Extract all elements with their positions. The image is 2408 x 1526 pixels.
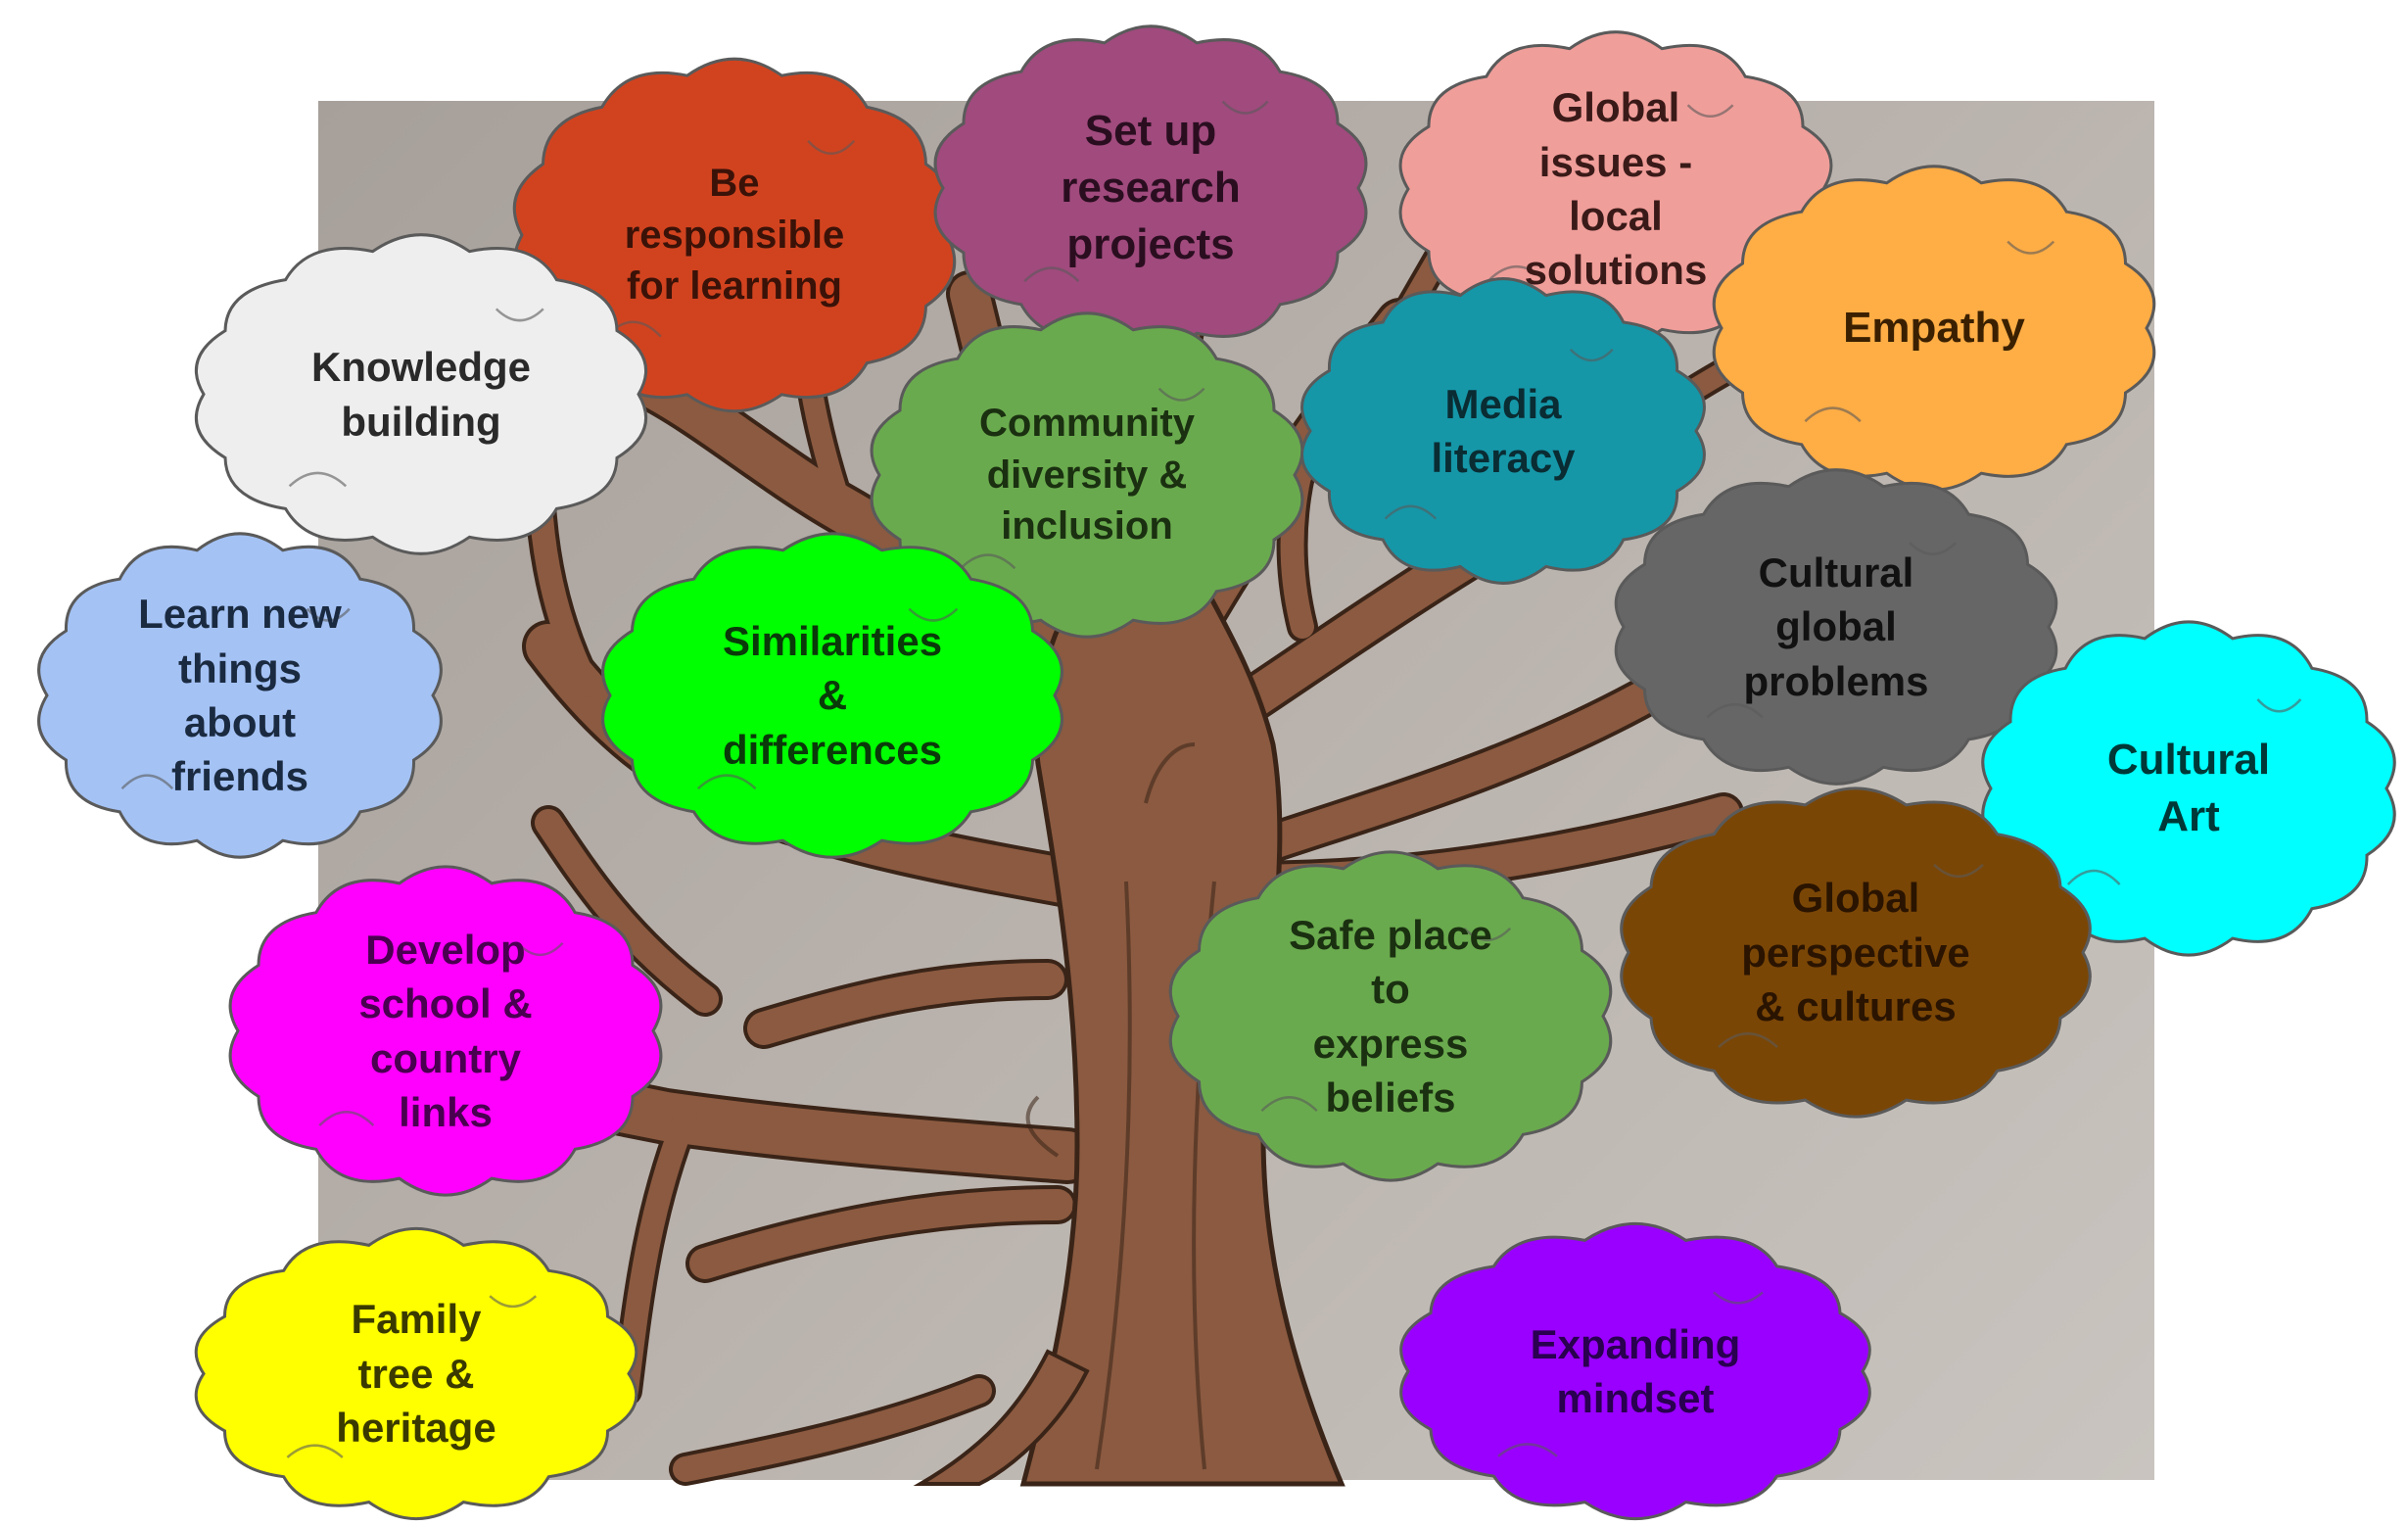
cloud-shape (1300, 277, 1706, 585)
cloud-develop-school-links: Develop school & country links (220, 862, 671, 1200)
cloud-cultural-art: Cultural Art (1973, 617, 2404, 960)
cloud-learn-new-things: Learn new things about friends (29, 529, 450, 862)
cloud-shape (1981, 620, 2396, 957)
cloud-label: Global issues - local solutions (1524, 84, 1708, 294)
cloud-shape (933, 24, 1368, 352)
cloud-be-responsible: Be responsible for learning (504, 54, 965, 416)
tree-root (913, 1349, 1090, 1486)
cloud-set-up-research: Set up research projects (925, 22, 1376, 355)
cloud-shape (870, 311, 1304, 639)
cloud-label: Community diversity & inclusion (979, 401, 1195, 548)
cloud-label: Similarities & differences (722, 617, 943, 773)
tree-branch (747, 963, 1064, 1045)
tree-branch (673, 1378, 992, 1482)
cloud-label: Global perspective & cultures (1741, 875, 1970, 1030)
cloud-shape (37, 532, 443, 859)
bark-line (1144, 742, 1196, 804)
cloud-family-tree: Family tree & heritage (186, 1224, 646, 1523)
cloud-shape (512, 57, 957, 413)
cloud-shape (1168, 850, 1613, 1182)
cloud-expanding-mindset: Expanding mindset (1391, 1219, 1880, 1523)
cloud-global-issues: Global issues - local solutions (1391, 27, 1841, 351)
cloud-media-literacy: Media literacy (1293, 274, 1714, 588)
cloud-safe-place: Safe place to express beliefs (1160, 847, 1621, 1185)
cloud-similarities-differences: Similarities & differences (592, 529, 1072, 862)
cloud-shape (1712, 165, 2156, 492)
cloud-shape (1614, 468, 2058, 786)
cloud-global-perspective: Global perspective & cultures (1611, 784, 2101, 1121)
cloud-label: Learn new things about friends (138, 591, 342, 800)
cloud-shape (601, 532, 1063, 859)
cloud-shape (194, 1227, 638, 1520)
cloud-label: Expanding mindset (1530, 1320, 1741, 1421)
cloud-label: Set up research projects (1061, 106, 1241, 269)
cloud-label: Be responsible for learning (624, 161, 845, 309)
bark-line (1025, 1095, 1060, 1158)
cloud-label: Media literacy (1431, 380, 1576, 481)
cloud-label: Cultural Art (2106, 735, 2271, 840)
cloud-label: Empathy (1843, 303, 2025, 352)
cloud-label: Family tree & heritage (336, 1296, 496, 1452)
cloud-community-diversity: Community diversity & inclusion (862, 309, 1312, 642)
cloud-shape (1620, 787, 2092, 1119)
cloud-empathy: Empathy (1704, 162, 2164, 495)
cloud-shape (1399, 1222, 1871, 1520)
tree-branch (1256, 669, 1681, 859)
cloud-shape (194, 233, 648, 555)
cloud-knowledge-building: Knowledge building (186, 230, 656, 558)
cloud-label: Cultural global problems (1743, 548, 1929, 704)
cloud-shape (228, 865, 663, 1197)
cloud-label: Develop school & country links (358, 926, 533, 1135)
tree-branch (535, 809, 719, 1013)
bark-line (1095, 881, 1132, 1470)
cloud-label: Knowledge building (310, 344, 531, 445)
cloud-label: Safe place to express beliefs (1289, 911, 1492, 1121)
cloud-cultural-global-problems: Cultural global problems (1606, 465, 2066, 788)
tree-branch (689, 1189, 1073, 1279)
